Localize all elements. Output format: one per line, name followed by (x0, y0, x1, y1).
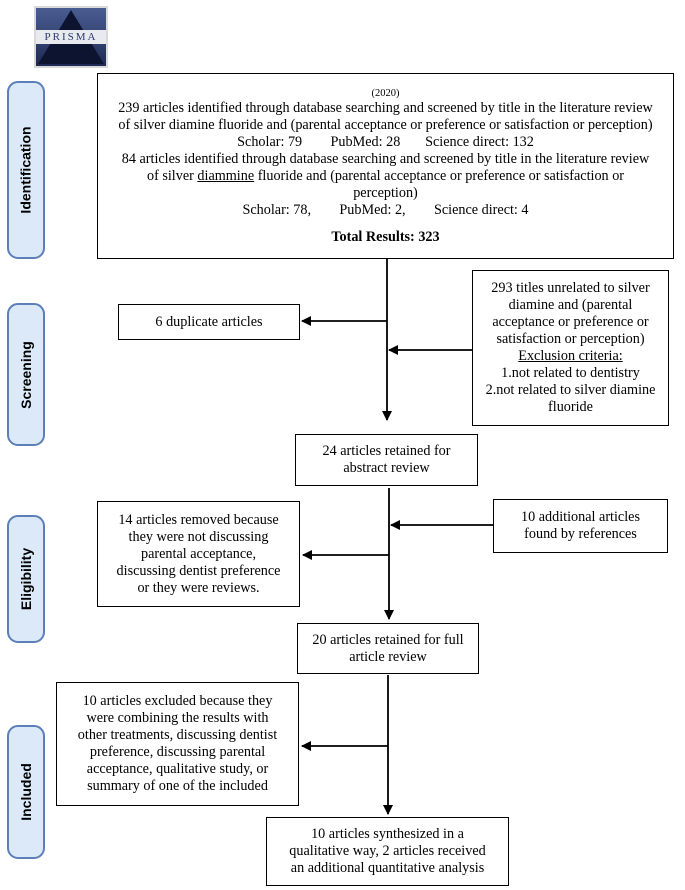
excluded-line-6: summary of one of the included (87, 778, 268, 794)
phase-included: Included (7, 725, 45, 859)
additional-box: 10 additional articles found by referenc… (493, 499, 668, 553)
additional-line-1: 10 additional articles (521, 509, 640, 525)
excluded-line-4: preference, discussing parental (89, 744, 266, 760)
removed-box: 14 articles removed because they were no… (97, 501, 300, 607)
abstract-line-1: 24 articles retained for (322, 443, 451, 459)
id-line-6: perception) (353, 184, 418, 201)
removed-line-5: or they were reviews. (137, 579, 260, 596)
unrelated-line-4: satisfaction or perception) (496, 331, 645, 347)
phase-identification: Identification (7, 81, 45, 259)
final-box: 10 articles synthesized in a qualitative… (266, 817, 509, 886)
excluded-box: 10 articles excluded because they were c… (56, 682, 299, 806)
id-line-5-underlined: diammine (197, 167, 255, 184)
id-line-1: 239 articles identified through database… (118, 99, 653, 116)
excluded-line-5: acceptance, qualitative study, or (86, 761, 269, 777)
duplicates-text: 6 duplicate articles (155, 313, 263, 330)
unrelated-line-3: acceptance or preference or (492, 314, 649, 330)
id-line-2: of silver diamine fluoride and (parental… (118, 116, 653, 133)
final-line-1: 10 articles synthesized in a (311, 826, 464, 842)
removed-line-4: discussing dentist preference (116, 562, 281, 579)
year-label: (2020) (371, 87, 400, 99)
full-review-box: 20 articles retained for full article re… (297, 623, 479, 674)
unrelated-box: 293 titles unrelated to silver diamine a… (472, 270, 669, 426)
abstract-line-2: abstract review (343, 460, 430, 476)
unrelated-line-1: 293 titles unrelated to silver (491, 280, 650, 296)
id-line-5: of silver diammine fluoride and (parenta… (98, 168, 673, 185)
id-line-7: Scholar: 78, PubMed: 2, Science direct: … (242, 201, 529, 218)
full-line-2: article review (349, 648, 427, 665)
final-line-3: an additional quantitative analysis (290, 860, 485, 876)
full-line-1: 20 articles retained for full (312, 631, 464, 648)
phase-screening-label: Screening (18, 340, 35, 409)
exclusion-criteria-2: 2.not related to silver diamine (485, 382, 656, 398)
phase-screening: Screening (7, 303, 45, 446)
removed-line-2: they were not discussing (128, 528, 269, 545)
id-line-5-post: fluoride and (parental acceptance or pre… (254, 167, 625, 184)
exclusion-criteria-1: 1.not related to dentistry (501, 365, 640, 381)
additional-line-2: found by references (524, 526, 637, 542)
logo-text: PRISMA (36, 30, 106, 44)
excluded-line-1: 10 articles excluded because they (82, 693, 273, 709)
total-results: Total Results: 323 (331, 228, 440, 245)
removed-line-1: 14 articles removed because (118, 511, 279, 528)
exclusion-criteria-2-cont: fluoride (548, 399, 593, 415)
identification-box: (2020) 239 articles identified through d… (97, 73, 674, 259)
removed-line-3: parental acceptance, (141, 545, 256, 562)
id-line-5-pre: of silver (146, 167, 198, 184)
id-line-4: 84 articles identified through database … (121, 150, 650, 167)
duplicates-box: 6 duplicate articles (118, 304, 300, 340)
excluded-line-2: were combining the results with (86, 710, 269, 726)
phase-included-label: Included (18, 763, 34, 821)
prisma-logo: PRISMA (34, 6, 108, 68)
exclusion-criteria-heading: Exclusion criteria: (518, 348, 623, 364)
phase-identification-label: Identification (18, 126, 34, 214)
id-line-3: Scholar: 79 PubMed: 28 Science direct: 1… (237, 133, 534, 150)
phase-eligibility: Eligibility (7, 515, 45, 643)
final-line-2: qualitative way, 2 articles received (289, 843, 486, 859)
phase-eligibility-label: Eligibility (18, 547, 35, 611)
excluded-line-3: other treatments, discussing dentist (77, 727, 278, 743)
abstract-review-box: 24 articles retained for abstract review (295, 434, 478, 486)
unrelated-line-2: diamine and (parental (508, 297, 633, 313)
